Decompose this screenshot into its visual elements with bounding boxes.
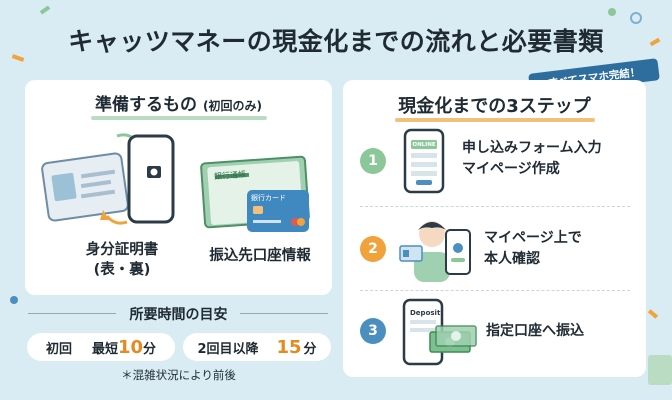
prep-item-bank: 振込先口座情報 [190,246,330,266]
step-1-line1: 申し込みフォーム入力 [462,140,602,156]
step-2-line1: マイページ上で [484,230,582,246]
step-1-circle: 1 [360,148,386,174]
time-first-unit: 分 [143,341,157,357]
time-repeat-unit: 分 [303,341,317,357]
passbook-label: 銀行通帳 [213,169,247,182]
steps-heading-underline [395,118,595,122]
step-2-circle: 2 [360,236,386,262]
online-form-phone-icon [403,128,445,194]
step-divider-1 [360,206,630,207]
id-card-camera-illustration [41,133,175,225]
steps-card: 現金化までの3ステップ [343,80,646,377]
time-first-value: 10 [117,336,144,358]
time-line-left [28,313,116,314]
deposit-phone-money-icon [402,298,477,366]
time-heading: 所要時間の目安 [129,307,228,323]
step-3-text: 指定口座へ振込 [486,321,584,342]
time-repeat-value: 15 [276,336,302,358]
page-title: キャッツマネーの現金化までの流れと必要書類 [68,27,604,56]
step-2-text: マイページ上で 本人確認 [484,228,582,270]
time-line-right [240,313,328,314]
step-2-line2: 本人確認 [484,251,540,267]
prep-item-bank-line1: 振込先口座情報 [209,248,311,264]
step-3-phone-label: Deposit [410,309,441,317]
step-1-text: 申し込みフォーム入力 マイページ作成 [462,138,602,180]
step-divider-2 [360,290,630,291]
time-note: ＊混雑状況により前後 [121,368,236,382]
prep-heading-main: 準備するもの [95,95,198,115]
prep-item-id: 身分証明書 (表・裏) [57,240,187,280]
passbook-bankcard-illustration [200,155,310,232]
prep-heading-underline [91,116,267,120]
bank-card-label: 銀行カード [251,194,286,202]
prep-item-id-line2: (表・裏) [93,262,151,278]
time-first-prefix: 最短 [91,341,118,357]
prep-item-id-line1: 身分証明書 [85,242,159,258]
step-1-line2: マイページ作成 [462,161,560,177]
prep-heading: 準備するもの (初回のみ) [25,90,332,115]
prep-heading-note: (初回のみ) [202,99,262,113]
steps-heading: 現金化までの3ステップ [398,96,591,117]
step-3-circle: 3 [360,318,386,344]
time-repeat-label: 2回目以降 [197,341,259,357]
identity-verification-person-icon [399,221,471,282]
prep-card: 準備するもの (初回のみ) 銀行通帳 銀行カード 身分証明書 (表・裏) 振込先… [25,80,332,295]
step-3-line1: 指定口座へ振込 [486,323,584,339]
step-1-phone-label: ONLINE [412,142,436,148]
time-first-label: 初回 [45,341,72,357]
